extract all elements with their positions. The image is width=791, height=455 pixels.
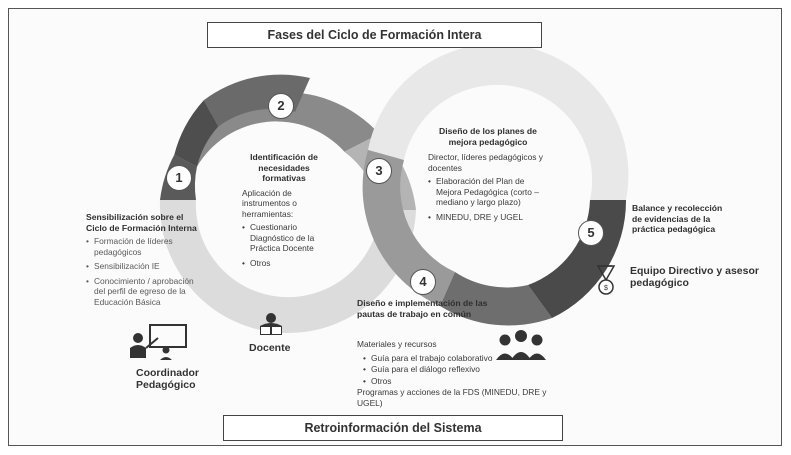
- phase2-subheading: Aplicación de instrumentos o herramienta…: [242, 187, 297, 219]
- phase1-text: Sensibilización sobre el Ciclo de Formac…: [86, 212, 198, 311]
- phase4-footer: Programas y acciones de la FDS (MINEDU, …: [357, 387, 547, 408]
- phase5-heading: Balance y recolección de evidencias de l…: [632, 203, 723, 234]
- phase2-item: Cuestionario Diagnóstico de la Práctica …: [242, 222, 326, 254]
- phase4-item: Guía para el diálogo reflexivo: [363, 364, 547, 375]
- diagram-title: Fases del Ciclo de Formación Intera: [207, 22, 542, 48]
- phase-number-1: 1: [166, 165, 192, 191]
- phase3-heading: Diseño de los planes de mejora pedagógic…: [439, 126, 537, 147]
- phase2-heading: Identificación de necesidades formativas: [250, 152, 318, 183]
- phase3-intro: Director, líderes pedagógicos y docentes: [428, 152, 543, 173]
- phase3-item: MINEDU, DRE y UGEL: [428, 212, 548, 223]
- phase-number-3: 3: [366, 158, 392, 184]
- right-ring-bottom: [440, 272, 552, 326]
- phase2-item: Otros: [242, 258, 326, 269]
- left-ring-bottom: [159, 200, 416, 334]
- phase-number-4: 4: [410, 269, 436, 295]
- role-equipo: Equipo Directivo y asesor pedagógico: [630, 265, 759, 289]
- phase2-text: Identificación de necesidades formativas…: [242, 152, 326, 272]
- phase4-text: Materiales y recursos Guía para el traba…: [357, 339, 547, 408]
- right-ring-left: [362, 150, 455, 306]
- phase3-item: Elaboración del Plan de Mejora Pedagógic…: [428, 176, 548, 208]
- phase4-item: Guía para el trabajo colaborativo: [363, 353, 547, 364]
- phase3-text: Diseño de los planes de mejora pedagógic…: [428, 126, 548, 226]
- phase5-text: Balance y recolección de evidencias de l…: [632, 203, 728, 235]
- phase-number-5: 5: [578, 220, 604, 246]
- phase4-intro: Materiales y recursos: [357, 339, 437, 349]
- phase-number-2: 2: [268, 93, 294, 119]
- left-ring-upper-left: [174, 100, 219, 167]
- diagram-footer: Retroinformación del Sistema: [223, 415, 563, 441]
- role-coordinador: Coordinador Pedagógico: [136, 367, 199, 391]
- phase1-item: Formación de líderes pedagógicos: [86, 236, 198, 257]
- teacher-board-icon: [130, 324, 187, 360]
- left-ring-upper: [204, 74, 310, 127]
- phase1-item: Conocimiento / aprobación del perfil de …: [86, 276, 198, 308]
- medal-icon: $: [596, 265, 616, 295]
- role-docente: Docente: [249, 342, 291, 354]
- right-ring-top: [368, 43, 629, 200]
- phase4-heading: Diseño e implementación de las pautas de…: [357, 298, 488, 319]
- reading-student-icon: [260, 313, 282, 335]
- phase1-item: Sensibilización IE: [86, 261, 198, 272]
- phase1-heading: Sensibilización sobre el Ciclo de Formac…: [86, 212, 197, 233]
- phase4-item: Otros: [363, 376, 547, 387]
- phase4-heading-block: Diseño e implementación de las pautas de…: [357, 298, 497, 319]
- svg-text:$: $: [604, 285, 608, 292]
